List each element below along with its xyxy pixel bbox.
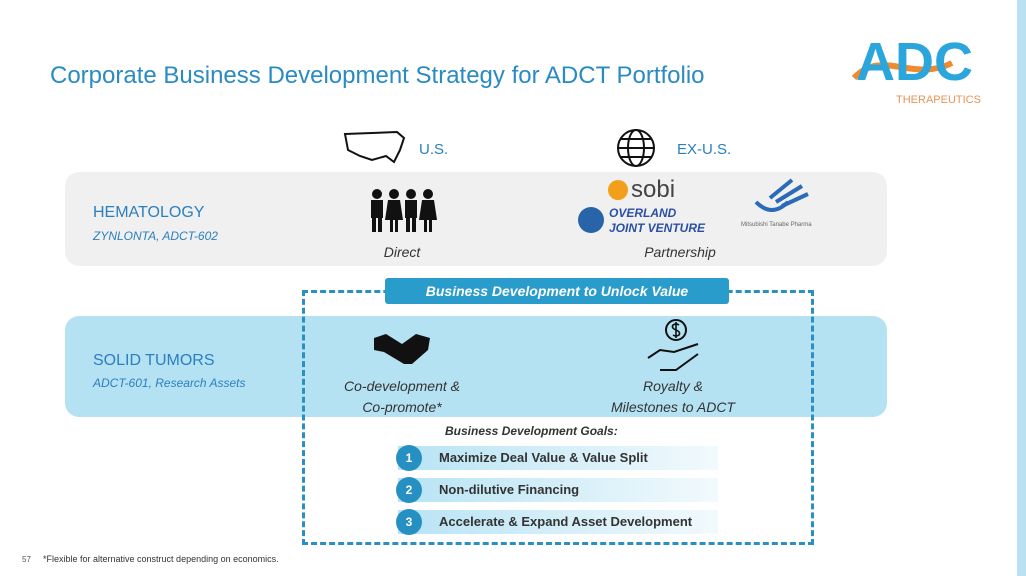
adc-logo-subtitle: THERAPEUTICS	[896, 94, 981, 106]
royalty-label: Royalty &Milestones to ADCT	[611, 378, 735, 415]
goal-item: 2 Non-dilutive Financing	[396, 477, 718, 503]
direct-label: Direct	[383, 244, 421, 260]
handshake-icon	[372, 330, 432, 371]
us-label: U.S.	[419, 141, 449, 158]
partnership-label: Partnership	[644, 244, 716, 260]
hematology-assets: ZYNLONTA, ADCT-602	[93, 229, 218, 243]
us-map-icon	[342, 128, 408, 171]
exus-label: EX-U.S.	[677, 141, 732, 158]
bd-banner: Business Development to Unlock Value	[385, 278, 729, 304]
solid-tumors-title: SOLID TUMORS	[93, 352, 215, 369]
solid-tumors-band	[65, 316, 887, 417]
page-title: Corporate Business Development Strategy …	[50, 62, 705, 89]
sobi-logo: sobi	[608, 177, 675, 203]
adc-logo: ADC	[851, 28, 992, 92]
footnote: *Flexible for alternative construct depe…	[43, 554, 279, 564]
mitsubishi-logo: Mitsubishi Tanabe Pharma	[741, 222, 812, 228]
globe-icon	[615, 128, 657, 173]
hematology-band	[65, 172, 887, 266]
solid-tumors-assets: ADCT-601, Research Assets	[93, 376, 246, 390]
hematology-title: HEMATOLOGY	[93, 204, 205, 221]
goal-label: Non-dilutive Financing	[439, 482, 580, 497]
mitsubishi-logo-icon	[752, 178, 812, 223]
goal-number: 1	[396, 445, 422, 471]
goal-item: 3 Accelerate & Expand Asset Development	[396, 509, 718, 535]
goal-label: Accelerate & Expand Asset Development	[439, 514, 693, 529]
page-number: 57	[22, 555, 31, 564]
adc-logo-text: ADC	[856, 32, 973, 88]
people-icon	[368, 188, 438, 239]
slide-edge	[1017, 0, 1026, 576]
goal-label: Maximize Deal Value & Value Split	[439, 450, 648, 465]
goal-item: 1 Maximize Deal Value & Value Split	[396, 445, 718, 471]
goal-number: 2	[396, 477, 422, 503]
goals-heading: Business Development Goals:	[445, 424, 618, 438]
co-development-label: Co-development &Co-promote*	[344, 378, 460, 415]
royalty-hand-icon	[646, 318, 702, 379]
overland-logo-icon	[578, 207, 604, 233]
goal-number: 3	[396, 509, 422, 535]
